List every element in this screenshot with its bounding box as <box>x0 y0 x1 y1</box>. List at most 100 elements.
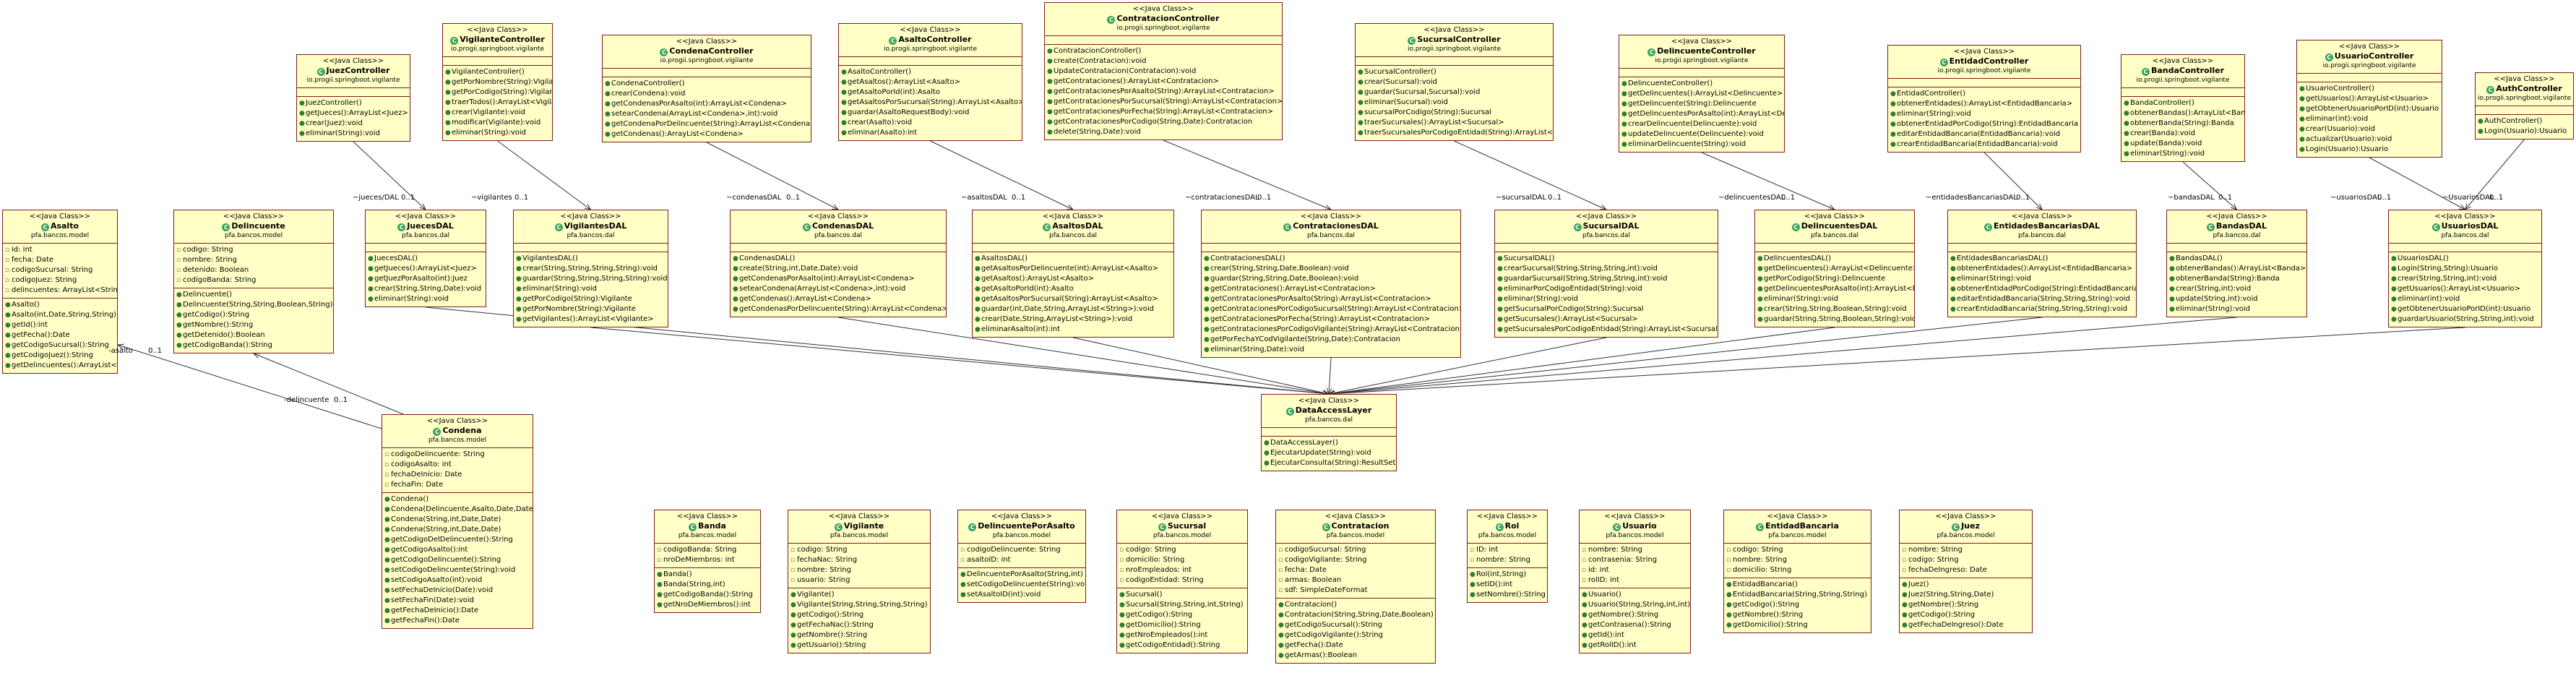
operation-row[interactable]: ●getPorCodigo(String):Delincuente <box>1757 274 1912 284</box>
attribute-row[interactable]: ▫codigo: String <box>1902 555 2030 565</box>
operation-row[interactable]: ●getPorCodigo(String):Vigilante <box>516 294 665 304</box>
operation-row[interactable]: ●getCodigo():String <box>1726 600 1869 610</box>
operation-row[interactable]: ●getContratacionesPorCodigoSucursal(Stri… <box>1204 304 1460 314</box>
operation-row[interactable]: ●eliminarDelincuente(String):void <box>1621 140 1782 150</box>
operation-row[interactable]: ●getDelincuentesPorAsalto(int):ArrayList… <box>1757 284 1914 294</box>
attribute-row[interactable]: ▫codigoDelincuente: String <box>384 450 530 460</box>
operation-row[interactable]: ●Login(Usuario):Usuario <box>2299 145 2439 155</box>
operation-row[interactable]: ●guardar(String,String,String,String):vo… <box>516 274 668 284</box>
operation-row[interactable]: ●eliminar(int):void <box>2391 294 2539 304</box>
operation-row[interactable]: ●eliminar(String):void <box>1757 294 1912 304</box>
operation-row[interactable]: ●getFechaDeInicio():Date <box>384 606 530 616</box>
operation-row[interactable]: ●ContratacionesDAL() <box>1204 254 1458 264</box>
operation-row[interactable]: ●getAsaltosPorSucursal(String):ArrayList… <box>841 98 1022 108</box>
operation-row[interactable]: ●actualizar(Usuario):void <box>2299 134 2439 145</box>
operation-row[interactable]: ●getDelincuentes():ArrayList<Delincuente… <box>1757 264 1914 274</box>
operation-row[interactable]: ●setearCondena(ArrayList<Condena>,int):v… <box>605 109 809 119</box>
operation-row[interactable]: ●getCodigoAsalto():int <box>384 545 530 555</box>
operation-row[interactable]: ●DelincuentesDAL() <box>1757 254 1912 264</box>
attribute-row[interactable]: ▫ID: int <box>1470 545 1545 555</box>
operation-row[interactable]: ●getJuezPorAsalto(int):Juez <box>368 274 483 284</box>
operation-row[interactable]: ●getNombre():String <box>176 320 331 330</box>
attribute-row[interactable]: ▫codigoSucursal: String <box>1278 545 1433 555</box>
operation-row[interactable]: ●obtenerEntidadPorCodigo(String):Entidad… <box>1950 284 2136 294</box>
attribute-row[interactable]: ▫codigoDelincuente: String <box>960 545 1083 555</box>
operation-row[interactable]: ●EjecutarUpdate(String):void <box>1264 448 1394 458</box>
attribute-row[interactable]: ▫domicilio: String <box>1119 555 1245 565</box>
operation-row[interactable]: ●guardarUsuario(String,String,int):void <box>2391 314 2539 325</box>
operation-row[interactable]: ●getNombre():String <box>1902 600 2030 610</box>
operation-row[interactable]: ●Vigilante(String,String,String,String) <box>791 600 928 610</box>
operation-row[interactable]: ●Sucursal(String,String,int,String) <box>1119 600 1245 610</box>
operation-row[interactable]: ●getFechaNac():String <box>791 620 928 630</box>
operation-row[interactable]: ●getCodigoDelincuente():String <box>384 555 530 565</box>
operation-row[interactable]: ●sucursalPorCodigo(String):Sucursal <box>1358 108 1551 118</box>
operation-row[interactable]: ●crear(Asalto):void <box>841 118 1020 128</box>
operation-row[interactable]: ●setearCondena(ArrayList<Condena>,int):v… <box>733 284 944 294</box>
operation-row[interactable]: ●DelincuenteController() <box>1621 79 1782 89</box>
operation-row[interactable]: ●UpdateContratacion(Contratacion):void <box>1047 67 1280 77</box>
operation-row[interactable]: ●crear(Usuario):void <box>2299 124 2439 134</box>
operation-row[interactable]: ●getVigilantes():ArrayList<Vigilante> <box>516 314 665 325</box>
operation-row[interactable]: ●setFechaFin(Date):void <box>384 596 530 606</box>
operation-row[interactable]: ●Delincuente(String,String,Boolean,Strin… <box>176 300 333 310</box>
operation-row[interactable]: ●Asalto() <box>5 300 115 310</box>
attribute-row[interactable]: ▫contrasenia: String <box>1582 555 1688 565</box>
operation-row[interactable]: ●create(String,int,Date,Date):void <box>733 264 944 274</box>
operation-row[interactable]: ●crear(Condena):void <box>605 89 809 99</box>
operation-row[interactable]: ●crear(String,String,Date,Boolean):void <box>1204 264 1458 274</box>
operation-row[interactable]: ●getContratacionesPorCodigo(String,Date)… <box>1047 117 1280 127</box>
operation-row[interactable]: ●getDelincuentes():ArrayList<String> <box>5 361 117 371</box>
attribute-row[interactable]: ▫delincuentes: ArrayList<String> <box>5 286 117 296</box>
operation-row[interactable]: ●getArmas():Boolean <box>1278 651 1433 661</box>
operation-row[interactable]: ●obtenerBandas():ArrayList<Banda> <box>2169 264 2306 274</box>
operation-row[interactable]: ●crear(String,String,Boolean,String):voi… <box>1757 304 1912 314</box>
attribute-row[interactable]: ▫nombre: String <box>1470 555 1545 565</box>
operation-row[interactable]: ●getCondenas():ArrayList<Condena> <box>733 294 944 304</box>
attribute-row[interactable]: ▫rolID: int <box>1582 575 1688 586</box>
operation-row[interactable]: ●getCodigoSucursal():String <box>5 340 115 351</box>
operation-row[interactable]: ●editarEntidadBancaria(String,String,Str… <box>1950 294 2134 304</box>
operation-row[interactable]: ●getUsuario():String <box>791 640 928 651</box>
operation-row[interactable]: ●eliminar(String):void <box>445 128 550 138</box>
operation-row[interactable]: ●getAsaltosPorSucursal(String):ArrayList… <box>975 294 1171 304</box>
operation-row[interactable]: ●getSucursales():ArrayList<Sucursal> <box>1497 314 1715 325</box>
operation-row[interactable]: ●crearDelincuente(Delincuente):void <box>1621 119 1782 129</box>
operation-row[interactable]: ●getCodigoEntidad():String <box>1119 640 1245 651</box>
attribute-row[interactable]: ▫codigoAsalto: int <box>384 460 530 470</box>
operation-row[interactable]: ●JuezController() <box>299 98 408 108</box>
attribute-row[interactable]: ▫codigo: String <box>1119 545 1245 555</box>
attribute-row[interactable]: ▫codigo: String <box>791 545 928 555</box>
operation-row[interactable]: ●getCodigo():String <box>1119 610 1245 620</box>
operation-row[interactable]: ●getFecha():Date <box>5 330 115 340</box>
operation-row[interactable]: ●getDomicilio():String <box>1726 620 1869 630</box>
operation-row[interactable]: ●Rol(int,String) <box>1470 570 1545 580</box>
operation-row[interactable]: ●Contratacion(String,String,Date,Boolean… <box>1278 610 1434 620</box>
operation-row[interactable]: ●getCodigoDelDelincuente():String <box>384 535 530 545</box>
operation-row[interactable]: ●UsuarioController() <box>2299 84 2439 94</box>
operation-row[interactable]: ●guardar(int,Date,String,ArrayList<Strin… <box>975 304 1171 314</box>
operation-row[interactable]: ●eliminar(String):void <box>299 129 408 139</box>
operation-row[interactable]: ●update(String,int):void <box>2169 294 2304 304</box>
operation-row[interactable]: ●Login(Usuario):Usuario <box>2478 126 2571 137</box>
operation-row[interactable]: ●setCodigoDelincuente(String):void <box>960 580 1085 590</box>
operation-row[interactable]: ●getDelincuentes():ArrayList<Delincuente… <box>1621 89 1783 99</box>
operation-row[interactable]: ●getFecha():Date <box>1278 640 1433 651</box>
attribute-row[interactable]: ▫fechaDeIngreso: Date <box>1902 565 2030 575</box>
operation-row[interactable]: ●Condena(String,int,Date,Date) <box>384 515 530 525</box>
attribute-row[interactable]: ▫asaltoID: int <box>960 555 1083 565</box>
